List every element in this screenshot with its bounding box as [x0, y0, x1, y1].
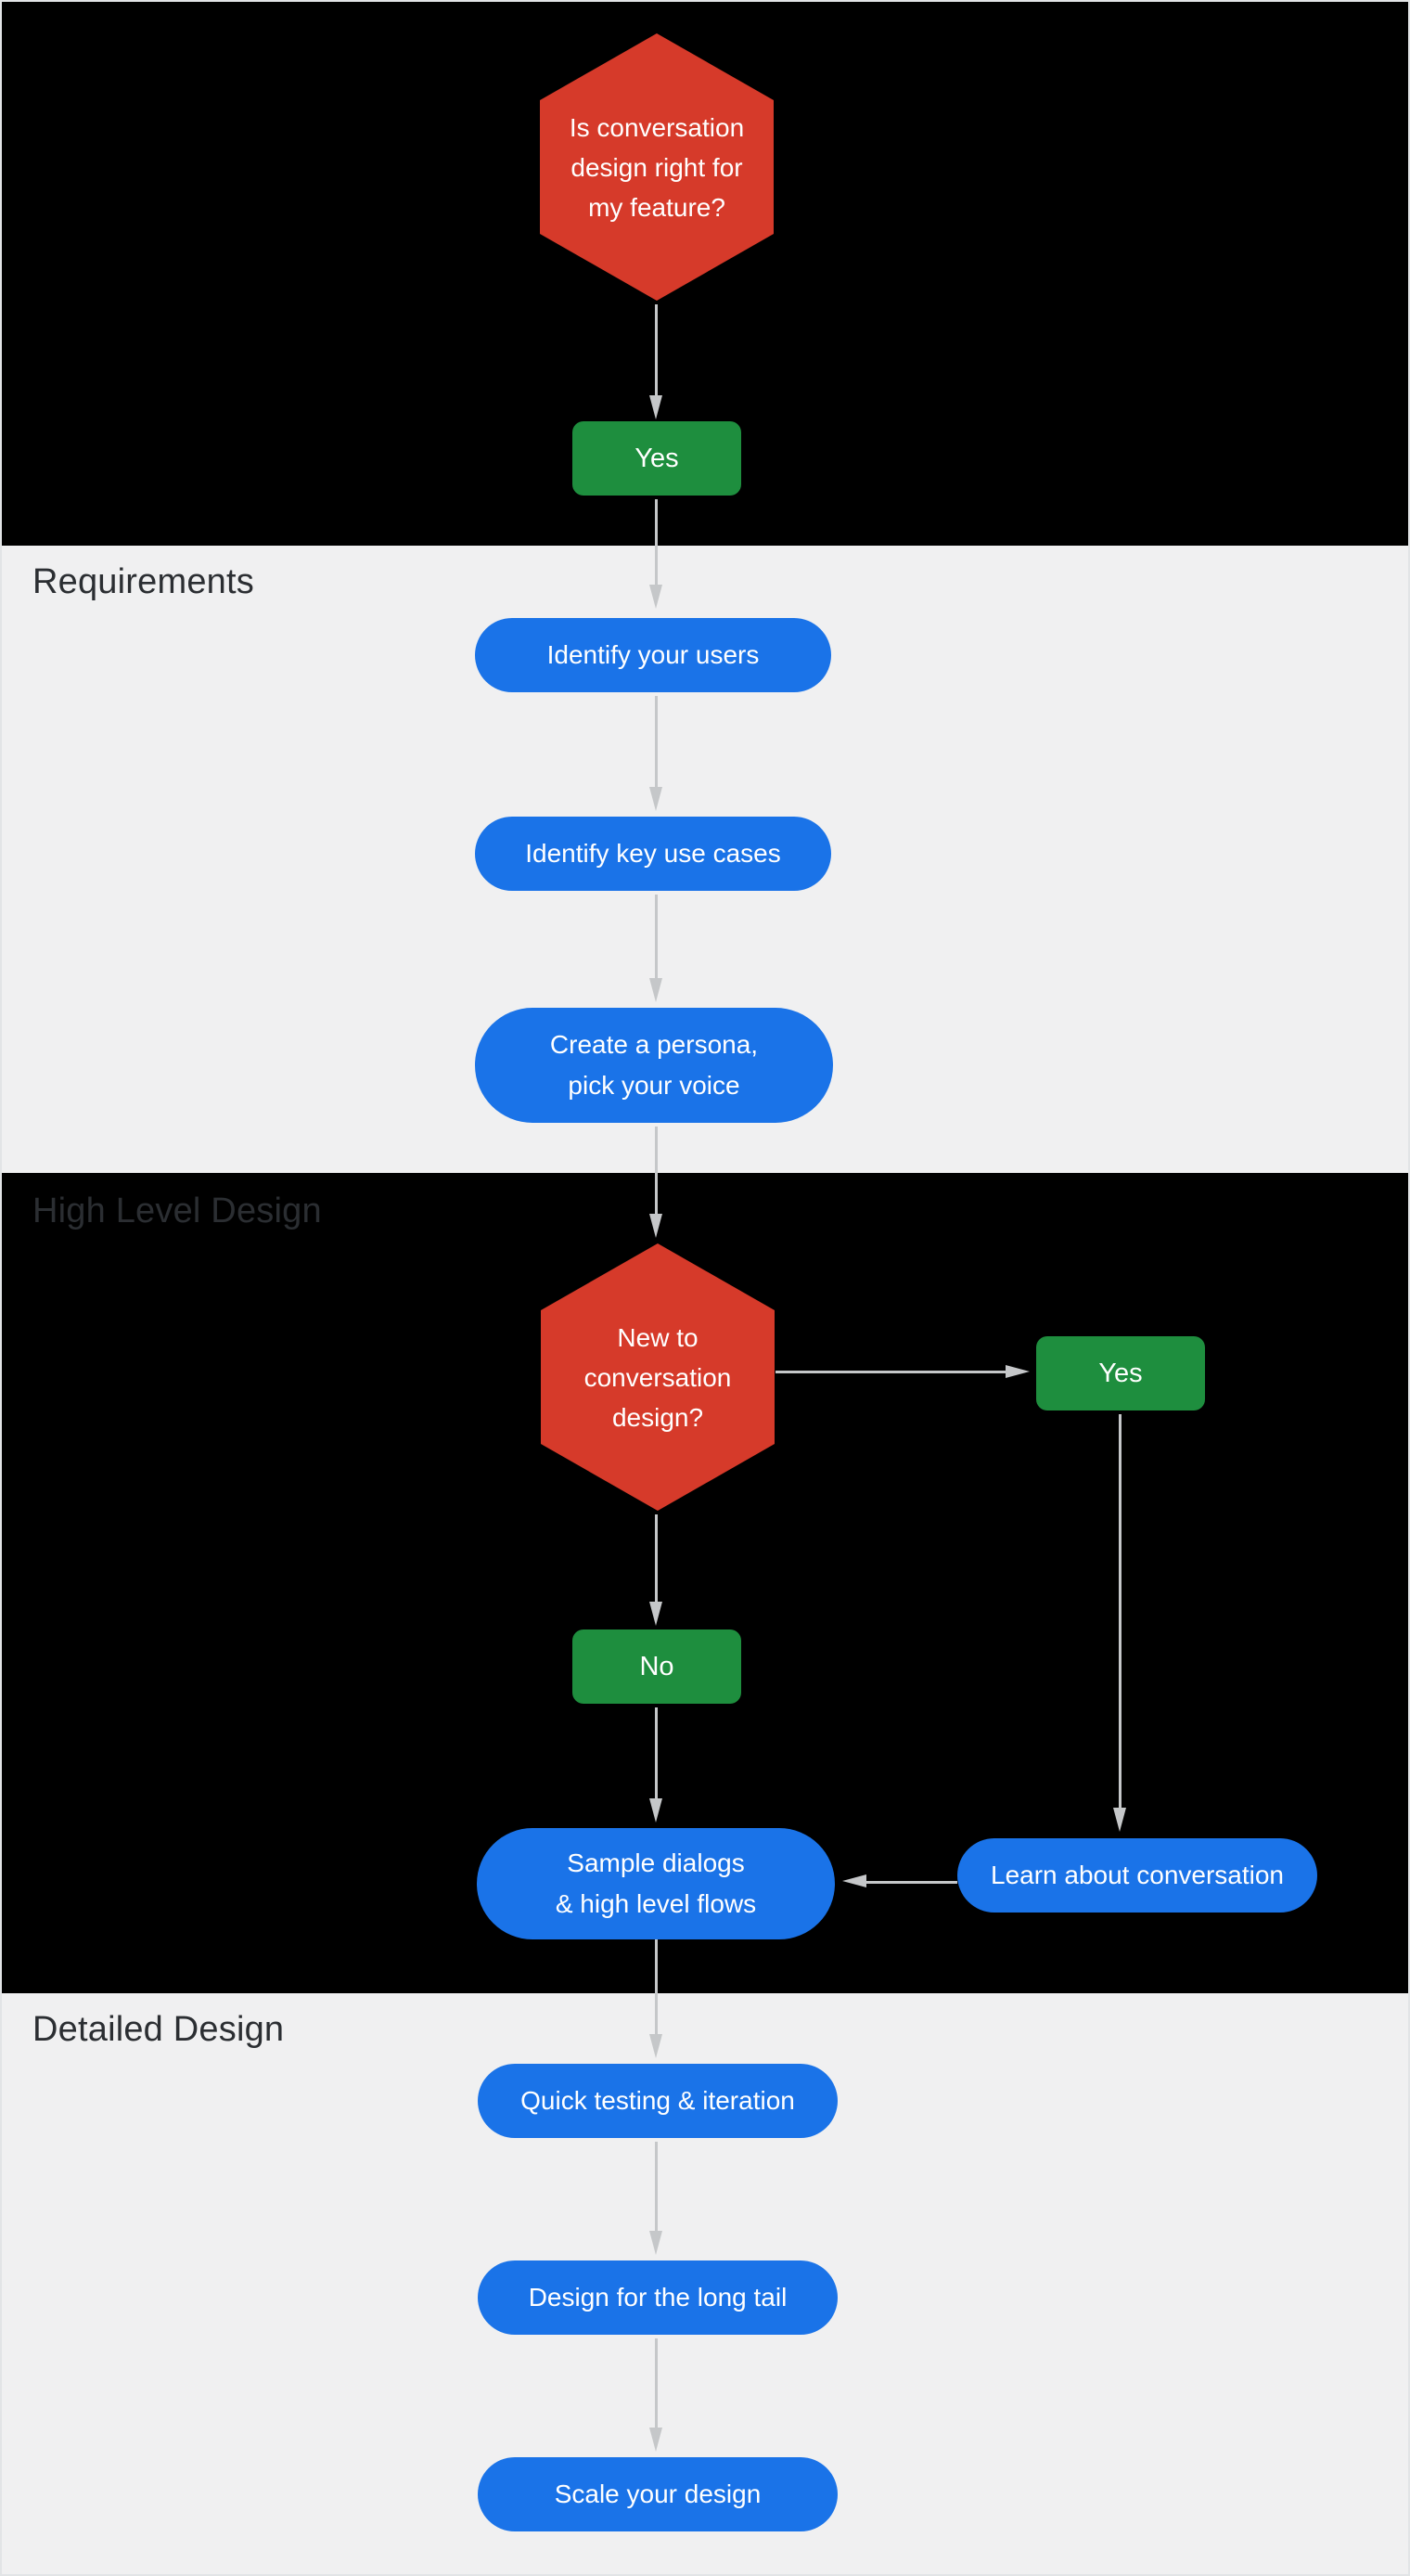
- arrowhead-down-icon: [649, 1602, 662, 1626]
- section-label-requirements: Requirements: [32, 562, 254, 601]
- decision-text-line: design right for: [570, 152, 743, 182]
- step-learn-about-conversation[interactable]: Learn about conversation: [957, 1838, 1317, 1913]
- decision-text-line: New to: [617, 1322, 699, 1352]
- arrowhead-down-icon: [649, 585, 662, 609]
- step-label-line: & high level flows: [555, 1889, 757, 1918]
- arrowhead-right-icon: [1006, 1365, 1030, 1378]
- arrowhead-down-icon: [649, 1214, 662, 1238]
- step-design-for-long-tail[interactable]: Design for the long tail: [478, 2260, 838, 2335]
- step-label-line: Create a persona,: [549, 1030, 759, 1059]
- decision-text-line: Is conversation: [569, 112, 745, 142]
- step-label: Identify key use cases: [525, 839, 781, 868]
- connector-yes-to-identify-users: [655, 499, 658, 585]
- yes-button-label: Yes: [634, 443, 679, 473]
- step-label: Identify your users: [546, 640, 760, 669]
- step-label: Scale your design: [554, 2479, 762, 2508]
- arrowhead-left-icon: [842, 1874, 866, 1887]
- arrowhead-down-icon: [649, 1798, 662, 1823]
- yes-button-label: Yes: [1098, 1358, 1143, 1388]
- step-create-a-persona[interactable]: Create a persona, pick your voice: [475, 1008, 833, 1123]
- step-label-line: pick your voice: [568, 1071, 740, 1100]
- step-quick-testing-iteration[interactable]: Quick testing & iteration: [478, 2064, 838, 2138]
- connector-no-to-sample-dialogs: [655, 1707, 658, 1798]
- step-label: Quick testing & iteration: [520, 2086, 795, 2115]
- step-label: Learn about conversation: [991, 1861, 1284, 1889]
- step-label-line: Sample dialogs: [567, 1848, 745, 1877]
- connector-decision-new-to-yes: [776, 1371, 1006, 1373]
- connector-long-tail-to-scale: [655, 2338, 658, 2428]
- step-identify-key-use-cases[interactable]: Identify key use cases: [475, 817, 831, 891]
- step-identify-your-users[interactable]: Identify your users: [475, 618, 831, 692]
- arrowhead-down-icon: [649, 2034, 662, 2058]
- decision-text-line: design?: [611, 1402, 704, 1432]
- decision-is-conversation-design-right: Is conversation design right for my feat…: [540, 33, 774, 301]
- arrowhead-down-icon: [649, 787, 662, 811]
- connector-users-to-use-cases: [655, 696, 658, 787]
- connector-learn-to-sample-dialogs: [866, 1881, 957, 1884]
- arrowhead-down-icon: [1113, 1808, 1126, 1832]
- connector-decision-new-to-no: [655, 1514, 658, 1602]
- connector-persona-to-decision-new: [655, 1127, 658, 1214]
- connector-sample-to-quick-testing: [655, 1939, 658, 2034]
- arrowhead-down-icon: [649, 2231, 662, 2255]
- yes-button-new[interactable]: Yes: [1036, 1336, 1205, 1410]
- step-sample-dialogs[interactable]: Sample dialogs & high level flows: [477, 1828, 835, 1939]
- connector-use-cases-to-persona: [655, 895, 658, 978]
- section-label-high-level-design: High Level Design: [32, 1191, 322, 1230]
- arrowhead-down-icon: [649, 395, 662, 419]
- no-button-label: No: [639, 1651, 674, 1681]
- arrowhead-down-icon: [649, 978, 662, 1002]
- section-label-detailed-design: Detailed Design: [32, 2010, 285, 2049]
- decision-text-line: conversation: [583, 1362, 732, 1392]
- yes-button-start[interactable]: Yes: [572, 421, 741, 496]
- step-label: Design for the long tail: [528, 2283, 788, 2312]
- connector-yes-to-learn: [1119, 1414, 1122, 1808]
- decision-text-line: my feature?: [588, 192, 725, 222]
- no-button[interactable]: No: [572, 1629, 741, 1704]
- step-scale-your-design[interactable]: Scale your design: [478, 2457, 838, 2531]
- connector-decision-to-yes: [655, 304, 658, 395]
- connector-quick-to-long-tail: [655, 2142, 658, 2231]
- arrowhead-down-icon: [649, 2428, 662, 2452]
- decision-new-to-conversation-design: New to conversation design?: [541, 1243, 775, 1511]
